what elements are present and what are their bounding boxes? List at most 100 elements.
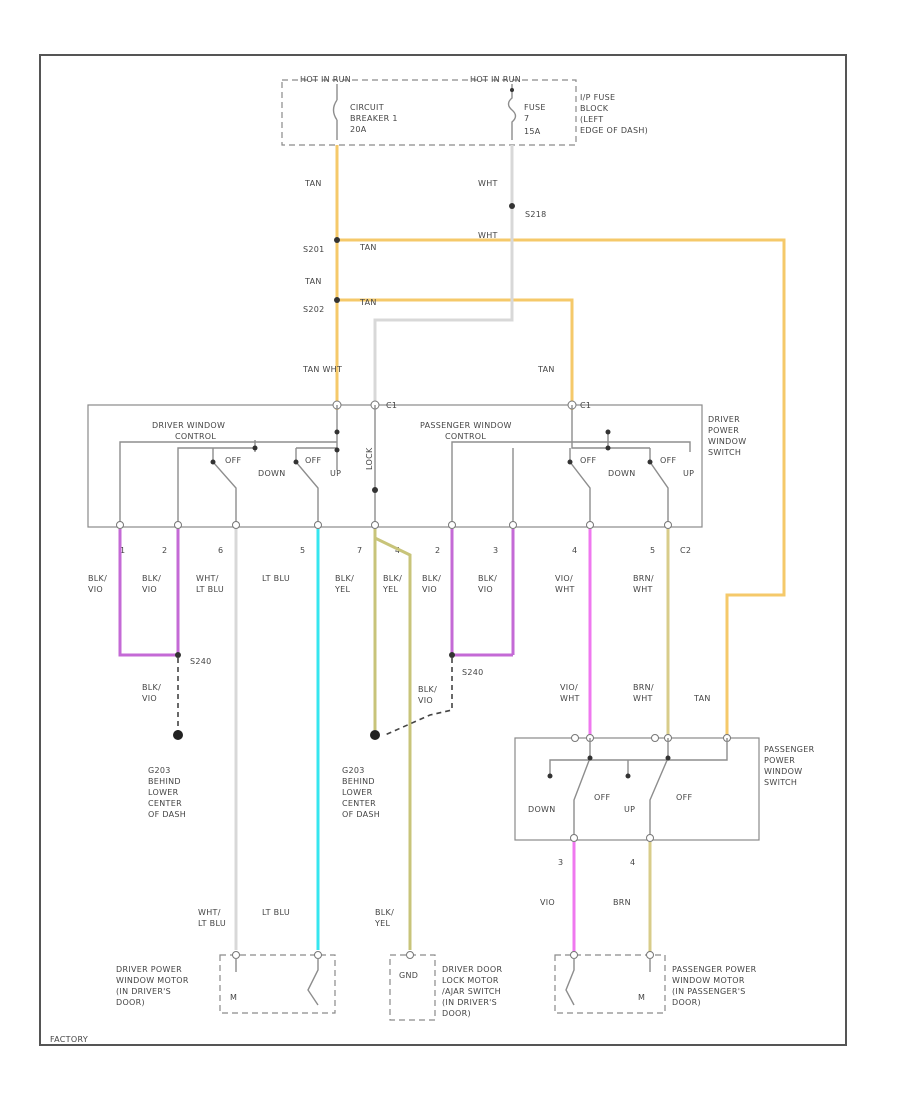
- lock-switch-dot: [372, 487, 378, 493]
- tan-label-1: TAN: [304, 179, 322, 188]
- wire-label-2a: BLK/: [142, 574, 161, 583]
- ground-wire-passenger: [384, 658, 453, 736]
- fuse-block-label-3: (LEFT: [580, 115, 603, 124]
- vio-label-1: VIO: [540, 898, 555, 907]
- up-label-3: UP: [624, 805, 635, 814]
- wht-lt-blu-label-2: LT BLU: [198, 919, 226, 928]
- ppws-dot-2: [665, 755, 671, 761]
- pin-8: [509, 521, 517, 529]
- passenger-motor-pin-a: [570, 951, 578, 959]
- wire-label-1b: VIO: [88, 585, 103, 594]
- g203a-label-4: CENTER: [148, 799, 182, 808]
- wire-label-6a: BLK/: [383, 574, 402, 583]
- blk-vio-label-1: BLK/: [142, 683, 161, 692]
- g203b-label-1: G203: [342, 766, 365, 775]
- splice-s218-dot: [509, 203, 515, 209]
- tan-wire-passenger-control: [337, 298, 574, 410]
- driver-control-bus: [119, 405, 338, 525]
- ppws-pin-4: [646, 834, 654, 842]
- wht-wire-main: [373, 145, 514, 410]
- driver-switch-dot-2: [293, 459, 299, 465]
- passenger-motor-m: M: [638, 993, 645, 1002]
- off-label-6: OFF: [676, 793, 692, 802]
- wire-label-10b: WHT: [633, 585, 653, 594]
- fuse-rating: 15A: [524, 127, 541, 136]
- wire-label-10a: BRN/: [633, 574, 654, 583]
- connector-c2-label: C2: [680, 546, 691, 555]
- pin-label-2: 2: [162, 546, 167, 555]
- driver-bus-dot-3: [252, 445, 258, 451]
- blk-yel-label-1: BLK/: [375, 908, 394, 917]
- fuse-block-label-1: I/P FUSE: [580, 93, 615, 102]
- ppw-label-2: WINDOW MOTOR: [672, 976, 745, 985]
- dlm-label-3: /AJAR SWITCH: [442, 987, 501, 996]
- pin-9: [586, 521, 594, 529]
- g203b-label-4: CENTER: [342, 799, 376, 808]
- g203b-label-3: LOWER: [342, 788, 373, 797]
- fuse-number: 7: [524, 114, 529, 123]
- pin-label-8: 3: [493, 546, 498, 555]
- ground-g203-b: [370, 730, 380, 740]
- pin-label-5: 7: [357, 546, 362, 555]
- g203b-label-2: BEHIND: [342, 777, 375, 786]
- g203a-label-5: OF DASH: [148, 810, 186, 819]
- pin-label-11: 3: [558, 858, 563, 867]
- passenger-window-control-label-2: CONTROL: [445, 432, 486, 441]
- passenger-motor-internal: [565, 958, 651, 1006]
- ppws-pin-a: [571, 734, 579, 742]
- fuse-symbol: [507, 84, 517, 140]
- tan-label-3: TAN: [304, 277, 322, 286]
- driver-window-control-label-2: CONTROL: [175, 432, 216, 441]
- splice-s202-label: S202: [303, 305, 325, 314]
- lt-blu-label-2: LT BLU: [262, 908, 290, 917]
- passenger-control-switches: [569, 448, 669, 525]
- off-label-3: OFF: [580, 456, 596, 465]
- wire-label-7b: VIO: [422, 585, 437, 594]
- passenger-switch-dot-1: [567, 459, 573, 465]
- driver-motor-pin-a: [232, 951, 240, 959]
- pin-3: [232, 521, 240, 529]
- up-label-1: UP: [330, 469, 341, 478]
- driver-switch-dot-1: [210, 459, 216, 465]
- pin-label-7: 2: [435, 546, 440, 555]
- circuit-breaker-label-2: BREAKER 1: [350, 114, 398, 123]
- splice-s202-dot: [334, 297, 340, 303]
- down-label-3: DOWN: [528, 805, 556, 814]
- connector-c1-label: C1: [386, 401, 397, 410]
- splice-s240b-dot: [449, 652, 455, 658]
- brn-wht-label-1: BRN/: [633, 683, 654, 692]
- blk-yel-label-2: YEL: [374, 919, 391, 928]
- lock-label: LOCK: [365, 447, 374, 470]
- dpw-label-4: DOOR): [116, 998, 145, 1007]
- fuse-terminal: [510, 88, 514, 92]
- wht-label-2: WHT: [478, 231, 498, 240]
- hot-run-label-2: HOT IN RUN: [470, 75, 521, 84]
- passenger-switch-dot-2: [647, 459, 653, 465]
- pin-label-3: 6: [218, 546, 223, 555]
- splice-s240-label: S240: [190, 657, 212, 666]
- footer-label: FACTORY: [50, 1035, 88, 1044]
- ppw-label-1: PASSENGER POWER: [672, 965, 757, 974]
- off-label-5: OFF: [594, 793, 610, 802]
- tan-wire-passenger-switch: [337, 238, 786, 738]
- pin-5: [371, 521, 379, 529]
- brn-label-1: BRN: [613, 898, 631, 907]
- passenger-window-motor-box: [554, 954, 666, 1014]
- pin-2: [174, 521, 182, 529]
- diagram-frame: [39, 54, 847, 1046]
- wire-label-9a: VIO/: [555, 574, 573, 583]
- circuit-breaker-label: CIRCUIT: [350, 103, 384, 112]
- ground-g203-a: [173, 730, 183, 740]
- driver-motor-pin-b: [314, 951, 322, 959]
- driver-window-control-label: DRIVER WINDOW: [152, 421, 225, 430]
- down-label-2: DOWN: [608, 469, 636, 478]
- pin-label-4: 5: [300, 546, 305, 555]
- pin-10: [664, 521, 672, 529]
- blk-vio-label-2: VIO: [142, 694, 157, 703]
- wht-lt-blu-label-1: WHT/: [198, 908, 221, 917]
- dlm-label-1: DRIVER DOOR: [442, 965, 502, 974]
- connector-c1b-label: C1: [580, 401, 591, 410]
- tan-label-5: TAN: [537, 365, 555, 374]
- ppws-internal-wiring: [549, 738, 728, 840]
